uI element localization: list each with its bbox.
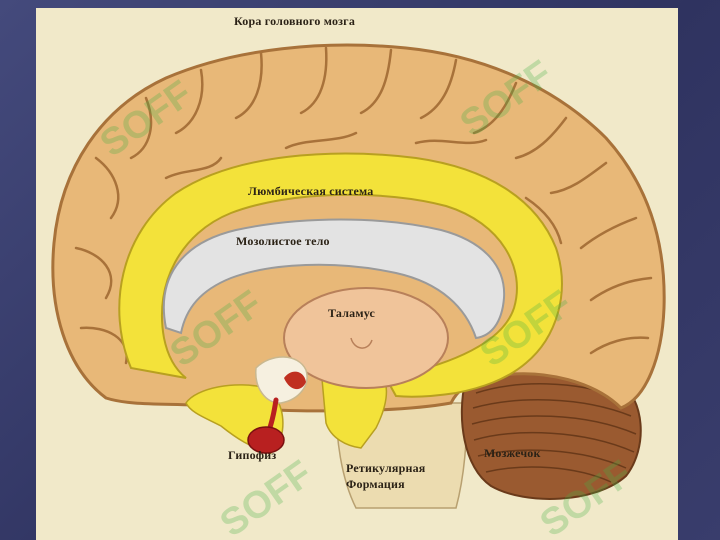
label-cerebellum: Мозжечок <box>484 446 541 460</box>
label-cortex: Кора головного мозга <box>234 14 356 28</box>
brain-diagram <box>51 43 666 509</box>
label-corpus-callosum: Мозолистое тело <box>236 234 330 248</box>
brain-diagram-frame: SOFF SOFF SOFF SOFF SOFF SOFF Кора голов… <box>36 8 678 540</box>
thalamus <box>283 287 449 389</box>
thalamus-detail <box>350 337 373 349</box>
hypothalamus <box>255 356 308 404</box>
label-pituitary: Гипофиз <box>228 448 277 462</box>
limbic-system <box>118 152 563 398</box>
label-thalamus: Таламус <box>328 306 376 320</box>
label-limbic-system: Люмбическая система <box>248 184 374 198</box>
pituitary <box>247 426 285 454</box>
corpus-callosum <box>162 218 506 340</box>
label-reticular-formation: Ретикулярная Формация <box>346 461 426 491</box>
red-nucleus <box>284 371 306 390</box>
cortex-gyri <box>74 46 653 365</box>
